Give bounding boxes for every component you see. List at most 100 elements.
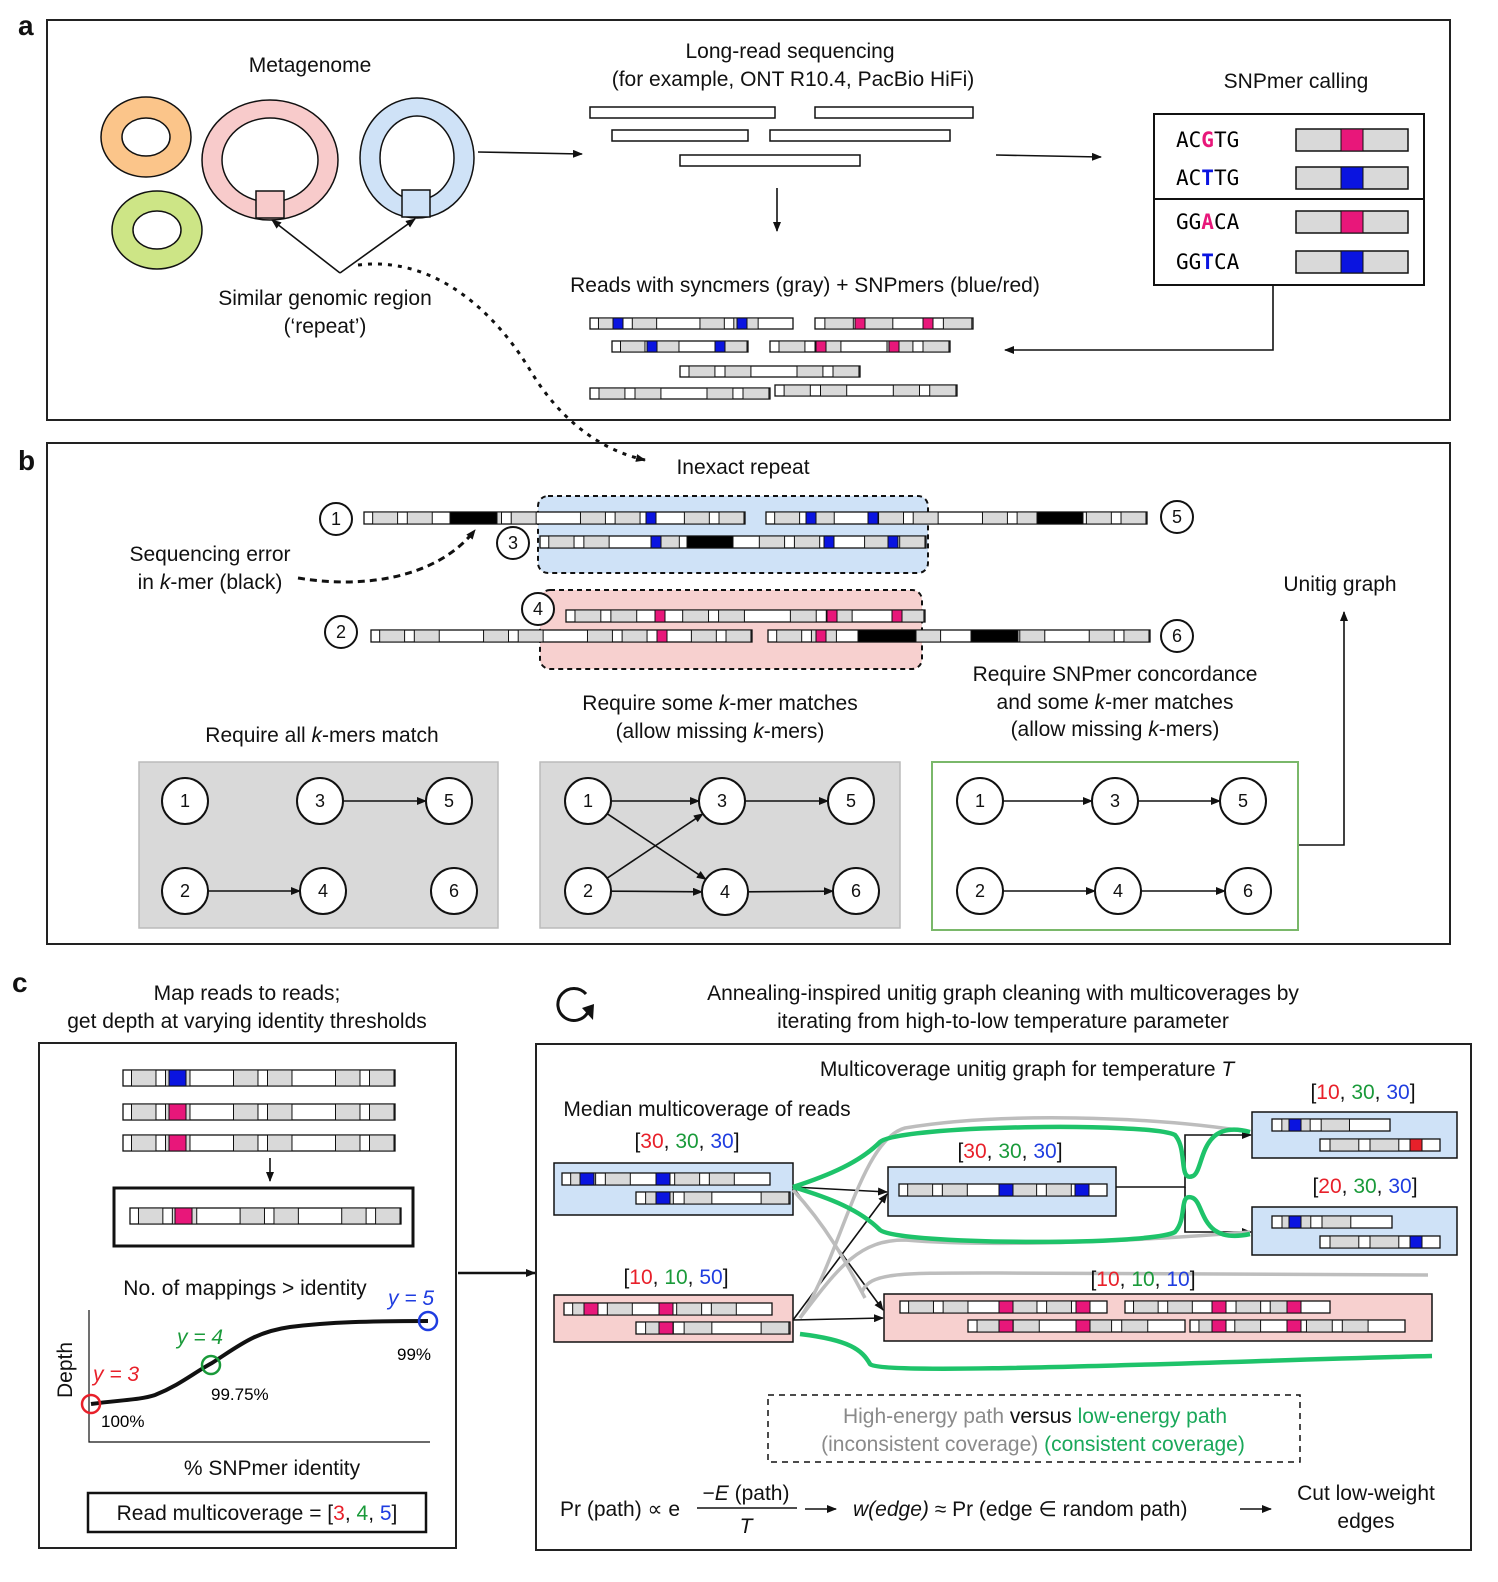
read-body (611, 340, 749, 353)
read (814, 317, 974, 330)
syncmer (369, 1103, 395, 1121)
syncmer (267, 1134, 293, 1152)
syncmer (604, 1172, 631, 1186)
criterion-3-line2: and some k-mer matches (997, 691, 1234, 714)
syncmer (718, 609, 745, 623)
graph-title: Multicoverage unitig graph for temperatu… (820, 1058, 1237, 1081)
syncmer (369, 1069, 395, 1087)
syncmer (942, 317, 973, 330)
syncmer (548, 535, 575, 549)
snpmer (998, 1183, 1014, 1197)
median-label: Median multicoverage of reads (563, 1098, 850, 1121)
snpmer-sequence: GGACA (1176, 210, 1240, 234)
read-number: 4 (533, 599, 543, 619)
snpmer (805, 511, 817, 525)
read (129, 1207, 402, 1225)
multicoverage-box (86, 1491, 428, 1534)
read-body (589, 317, 794, 330)
snpmer (823, 535, 835, 549)
syncmer (606, 1302, 633, 1316)
syncmer (1329, 1235, 1360, 1249)
formula: Pr (path) ∝ e −E (path) T w(edge) ≈ Pr (… (560, 1482, 1435, 1538)
syncmer (379, 629, 406, 643)
syncmer (1011, 1300, 1038, 1314)
high-energy-path (860, 1271, 1429, 1293)
snpmer (655, 1172, 671, 1186)
node-multicoverage: [10, 10, 10] (1090, 1268, 1195, 1291)
syncmer (912, 511, 939, 525)
syncmer (335, 1069, 361, 1087)
syncmer (899, 535, 926, 549)
read (565, 609, 926, 623)
snpmer (646, 340, 658, 353)
chart-title: No. of mappings > identity (123, 1277, 367, 1300)
syncmer (654, 340, 680, 353)
graph-node (956, 867, 1004, 915)
read (1319, 1235, 1441, 1249)
snpmer (658, 1321, 674, 1335)
snpmer (168, 1103, 187, 1121)
graph-node (827, 777, 875, 825)
genome-rings (100, 96, 475, 270)
snpmer (1409, 1235, 1423, 1249)
graph-node-label: 4 (1113, 881, 1123, 901)
syncmer (137, 1207, 164, 1225)
read-body (774, 384, 958, 397)
snpmer (1409, 1138, 1423, 1152)
snpmer (1075, 1319, 1091, 1333)
snpmer (1286, 1300, 1302, 1314)
syncmer (610, 609, 638, 623)
read (635, 1191, 791, 1205)
snpmer (887, 535, 899, 549)
syncmer (1121, 1319, 1149, 1333)
node-multicoverage: [20, 30, 30] (1312, 1175, 1417, 1198)
graph-edge (606, 813, 707, 880)
unitig-graph-label: Unitig graph (1283, 573, 1396, 596)
read-number-circle (324, 615, 358, 649)
snpmer-sequence: ACTTG (1176, 166, 1239, 190)
snpmer (826, 609, 838, 623)
snpmer (891, 609, 903, 623)
snpmer (650, 535, 662, 549)
snpmer (168, 1134, 187, 1152)
syncmer (724, 365, 752, 378)
read (898, 1183, 1108, 1197)
criterion-2-subtitle: (allow missing k-mers) (616, 720, 825, 743)
low-energy-path (792, 1184, 1251, 1245)
snpmer-mark (1340, 128, 1364, 152)
syncmer (586, 629, 613, 643)
similar-region-label: Similar genomic region (218, 287, 432, 310)
graph-node (1094, 867, 1142, 915)
snpmer (815, 629, 827, 643)
read-body (122, 1069, 396, 1087)
point-100 (80, 1393, 102, 1415)
node-multicoverage: [30, 30, 30] (957, 1140, 1062, 1163)
snpmer (922, 317, 934, 330)
read-body (635, 1191, 791, 1205)
right-title-2: iterating from high-to-low temperature p… (777, 1010, 1229, 1033)
unitig-node-1 (553, 1162, 794, 1216)
loop-icon (556, 986, 594, 1022)
snpmer (888, 340, 900, 353)
syncmer (1045, 1183, 1072, 1197)
graph-node (161, 867, 209, 915)
annotated-reads (589, 317, 974, 400)
criterion-3-title: Require SNPmer concordance (973, 663, 1258, 686)
syncmer (1320, 1118, 1350, 1132)
read-body (635, 1321, 791, 1335)
query-read-box (112, 1186, 415, 1248)
read-number: 1 (331, 509, 341, 529)
snpmer (1288, 1118, 1302, 1132)
energy-legend-box (767, 1394, 1301, 1463)
syncmer (725, 629, 752, 643)
coverage-labels: [30, 30, 30][10, 10, 50][30, 30, 30][10,… (623, 1081, 1417, 1291)
formula-weight: w(edge) ≈ Pr (edge ∈ random path) (853, 1498, 1187, 1521)
read-body (589, 387, 771, 400)
low-energy-path (799, 1331, 1433, 1371)
genome-ring-orange (100, 96, 192, 178)
read (611, 340, 749, 353)
graph-node (701, 868, 749, 916)
syncmer (1085, 511, 1112, 525)
read-number-circle (496, 526, 530, 560)
